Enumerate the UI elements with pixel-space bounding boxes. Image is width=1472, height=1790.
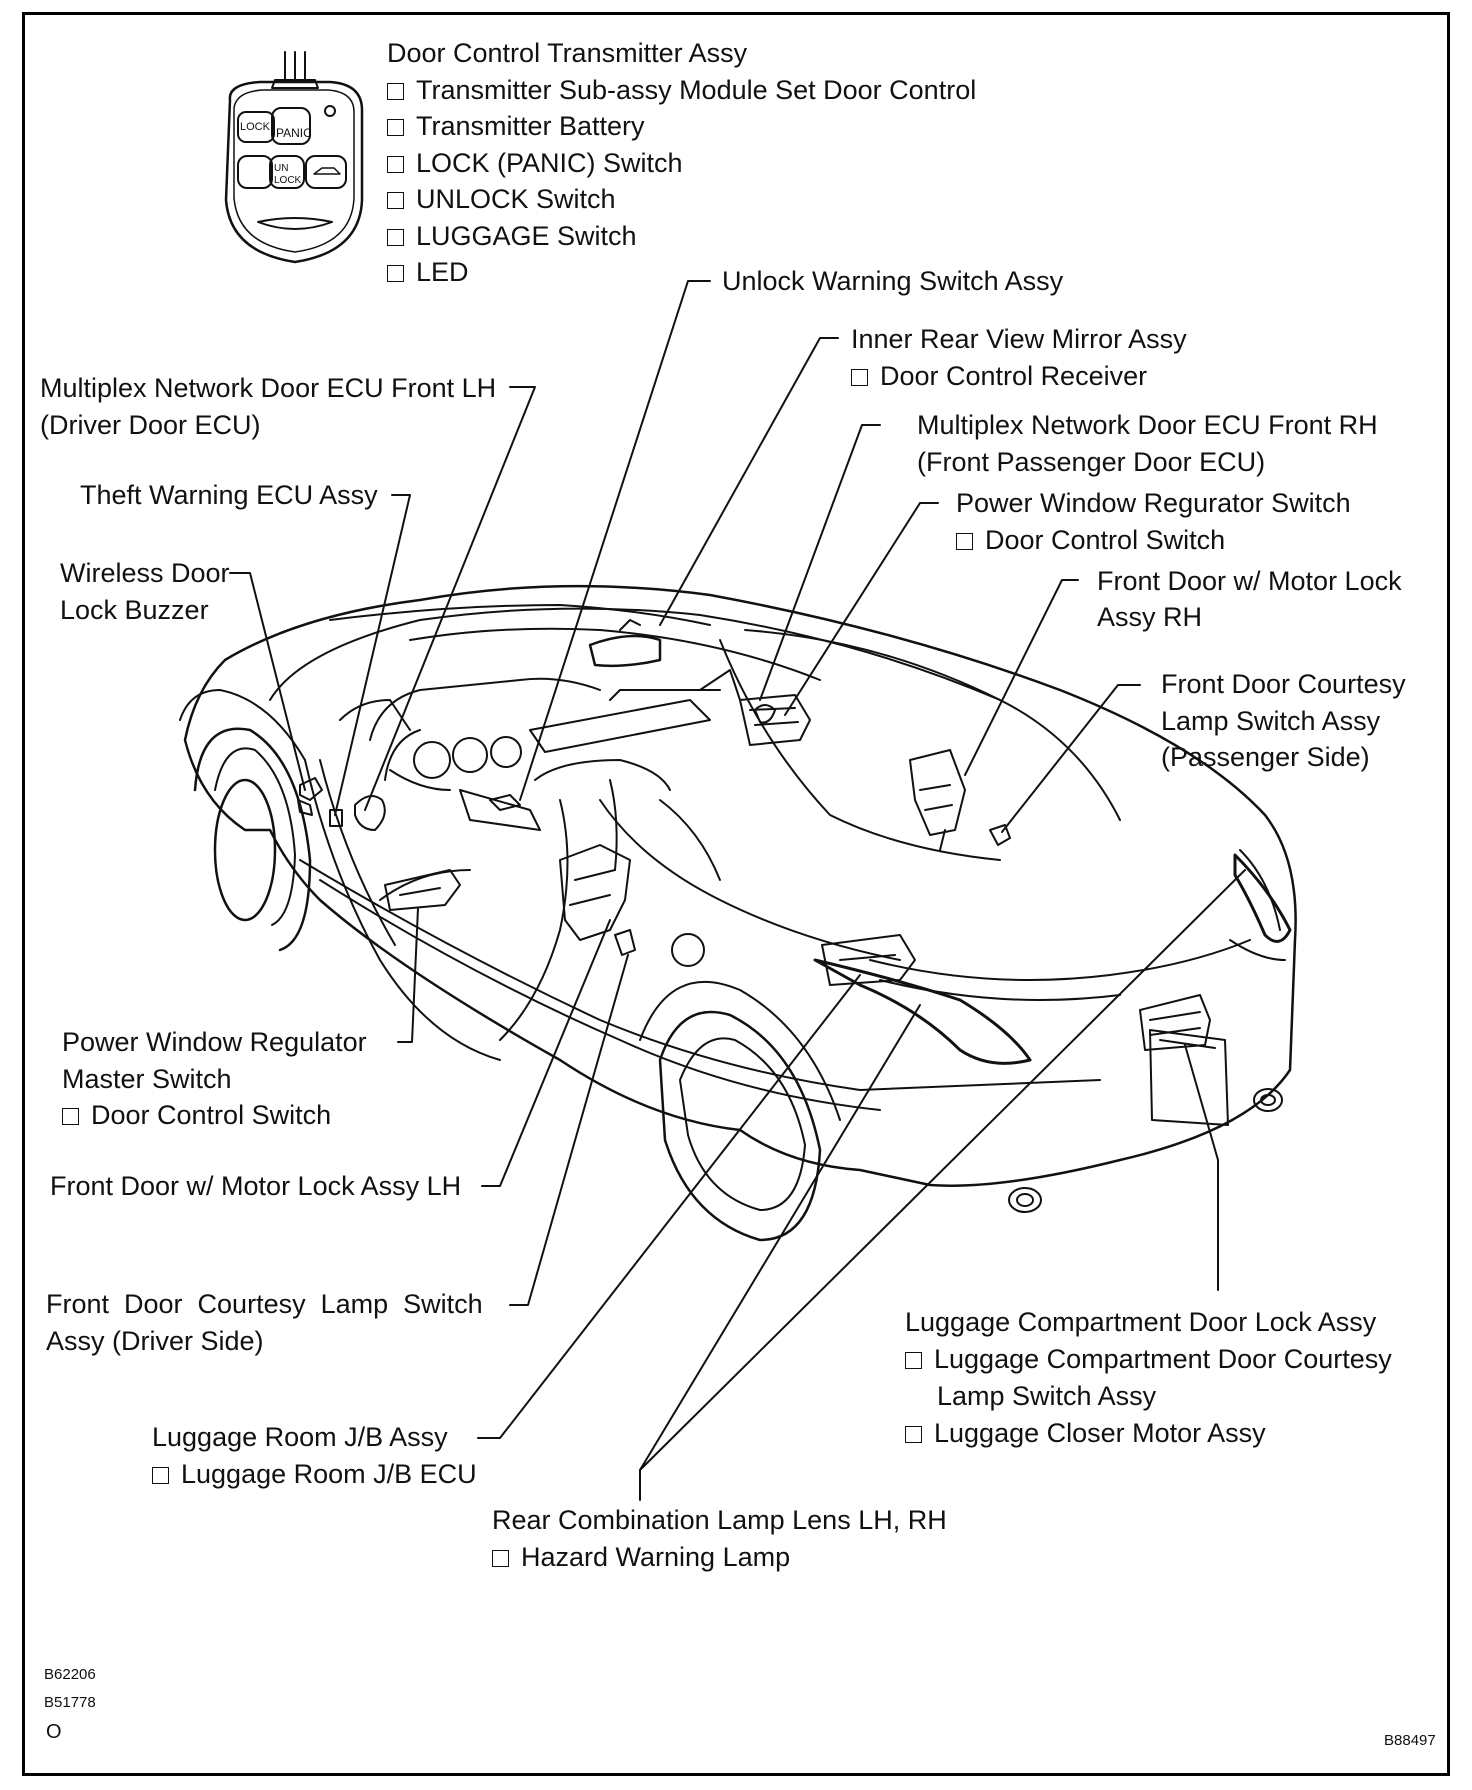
label-ecu-rh-2: (Front Passenger Door ECU) <box>917 447 1266 477</box>
label-motor-lh: Front Door w/ Motor Lock Assy LH <box>50 1171 462 1201</box>
label-courtesy-passenger: Front Door Courtesy <box>1161 669 1406 699</box>
checkbox-icon <box>387 156 404 173</box>
label-jb-sub: Luggage Room J/B ECU <box>152 1456 477 1492</box>
checkbox-icon <box>956 533 973 550</box>
checkbox-icon <box>387 83 404 100</box>
label-theft: Theft Warning ECU Assy <box>80 480 378 510</box>
label-mirror-sub: Door Control Receiver <box>851 358 1147 394</box>
label-buzzer: Wireless Door <box>60 558 230 588</box>
transmitter-title: Door Control Transmitter Assy <box>387 38 748 68</box>
fob-lock-text: LOCK <box>240 121 270 133</box>
label-courtesy-driver: Front Door Courtesy Lamp Switch <box>46 1289 483 1319</box>
label-courtesy-passenger-2: Lamp Switch Assy <box>1161 706 1381 736</box>
component-shapes <box>297 694 1211 1051</box>
label-luggage-closer: Luggage Closer Motor Assy <box>905 1415 1266 1451</box>
label-luggage-courtesy: Luggage Compartment Door Courtesy <box>905 1341 1392 1377</box>
label-pw-switch: Power Window Regurator Switch <box>956 488 1351 518</box>
label-luggage-lock: Luggage Compartment Door Lock Assy <box>905 1307 1377 1337</box>
label-mirror: Inner Rear View Mirror Assy <box>851 324 1187 354</box>
transmitter-item: Transmitter Battery <box>387 108 645 144</box>
label-motor-rh-2: Assy RH <box>1097 602 1203 632</box>
fob-panic-text: PANIC <box>276 126 312 140</box>
label-rear-lamp-sub: Hazard Warning Lamp <box>492 1539 790 1575</box>
transmitter-item: UNLOCK Switch <box>387 181 616 217</box>
figure-code: B88497 <box>1384 1732 1436 1749</box>
label-buzzer-2: Lock Buzzer <box>60 595 209 625</box>
checkbox-icon <box>905 1426 922 1443</box>
figure-code: O <box>46 1721 62 1743</box>
transmitter-item: Transmitter Sub-assy Module Set Door Con… <box>387 72 976 108</box>
figure-code: B62206 <box>44 1666 96 1683</box>
label-jb: Luggage Room J/B Assy <box>152 1422 448 1452</box>
label-ecu-lh-2: (Driver Door ECU) <box>40 410 261 440</box>
label-luggage-courtesy-2: Lamp Switch Assy <box>937 1381 1157 1411</box>
car-body <box>179 584 1297 1242</box>
checkbox-icon <box>492 1550 509 1567</box>
label-master-switch-2: Master Switch <box>62 1064 232 1094</box>
checkbox-icon <box>62 1108 79 1125</box>
label-unlock-warning: Unlock Warning Switch Assy <box>722 266 1064 296</box>
checkbox-icon <box>905 1352 922 1369</box>
transmitter-item: LED <box>387 254 469 290</box>
checkbox-icon <box>387 229 404 246</box>
label-master-switch-sub: Door Control Switch <box>62 1097 331 1133</box>
label-courtesy-passenger-3: (Passenger Side) <box>1161 742 1370 772</box>
checkbox-icon <box>387 265 404 282</box>
leader-lines <box>229 280 1246 1501</box>
label-ecu-lh: Multiplex Network Door ECU Front LH <box>40 373 497 403</box>
label-motor-rh: Front Door w/ Motor Lock <box>1097 566 1402 596</box>
key-fob-icon <box>224 51 364 264</box>
figure-code: B51778 <box>44 1694 96 1711</box>
diagram-frame <box>22 12 1450 1776</box>
fob-unlock-text: LOCK <box>274 175 302 186</box>
label-pw-switch-sub: Door Control Switch <box>956 522 1225 558</box>
checkbox-icon <box>851 369 868 386</box>
fob-un-text: UN <box>274 163 289 174</box>
label-rear-lamp: Rear Combination Lamp Lens LH, RH <box>492 1505 947 1535</box>
transmitter-item: LUGGAGE Switch <box>387 218 637 254</box>
label-courtesy-driver-2: Assy (Driver Side) <box>46 1326 264 1356</box>
label-master-switch: Power Window Regulator <box>62 1027 367 1057</box>
checkbox-icon <box>152 1467 169 1484</box>
label-ecu-rh: Multiplex Network Door ECU Front RH <box>917 410 1378 440</box>
transmitter-item: LOCK (PANIC) Switch <box>387 145 683 181</box>
checkbox-icon <box>387 192 404 209</box>
checkbox-icon <box>387 119 404 136</box>
